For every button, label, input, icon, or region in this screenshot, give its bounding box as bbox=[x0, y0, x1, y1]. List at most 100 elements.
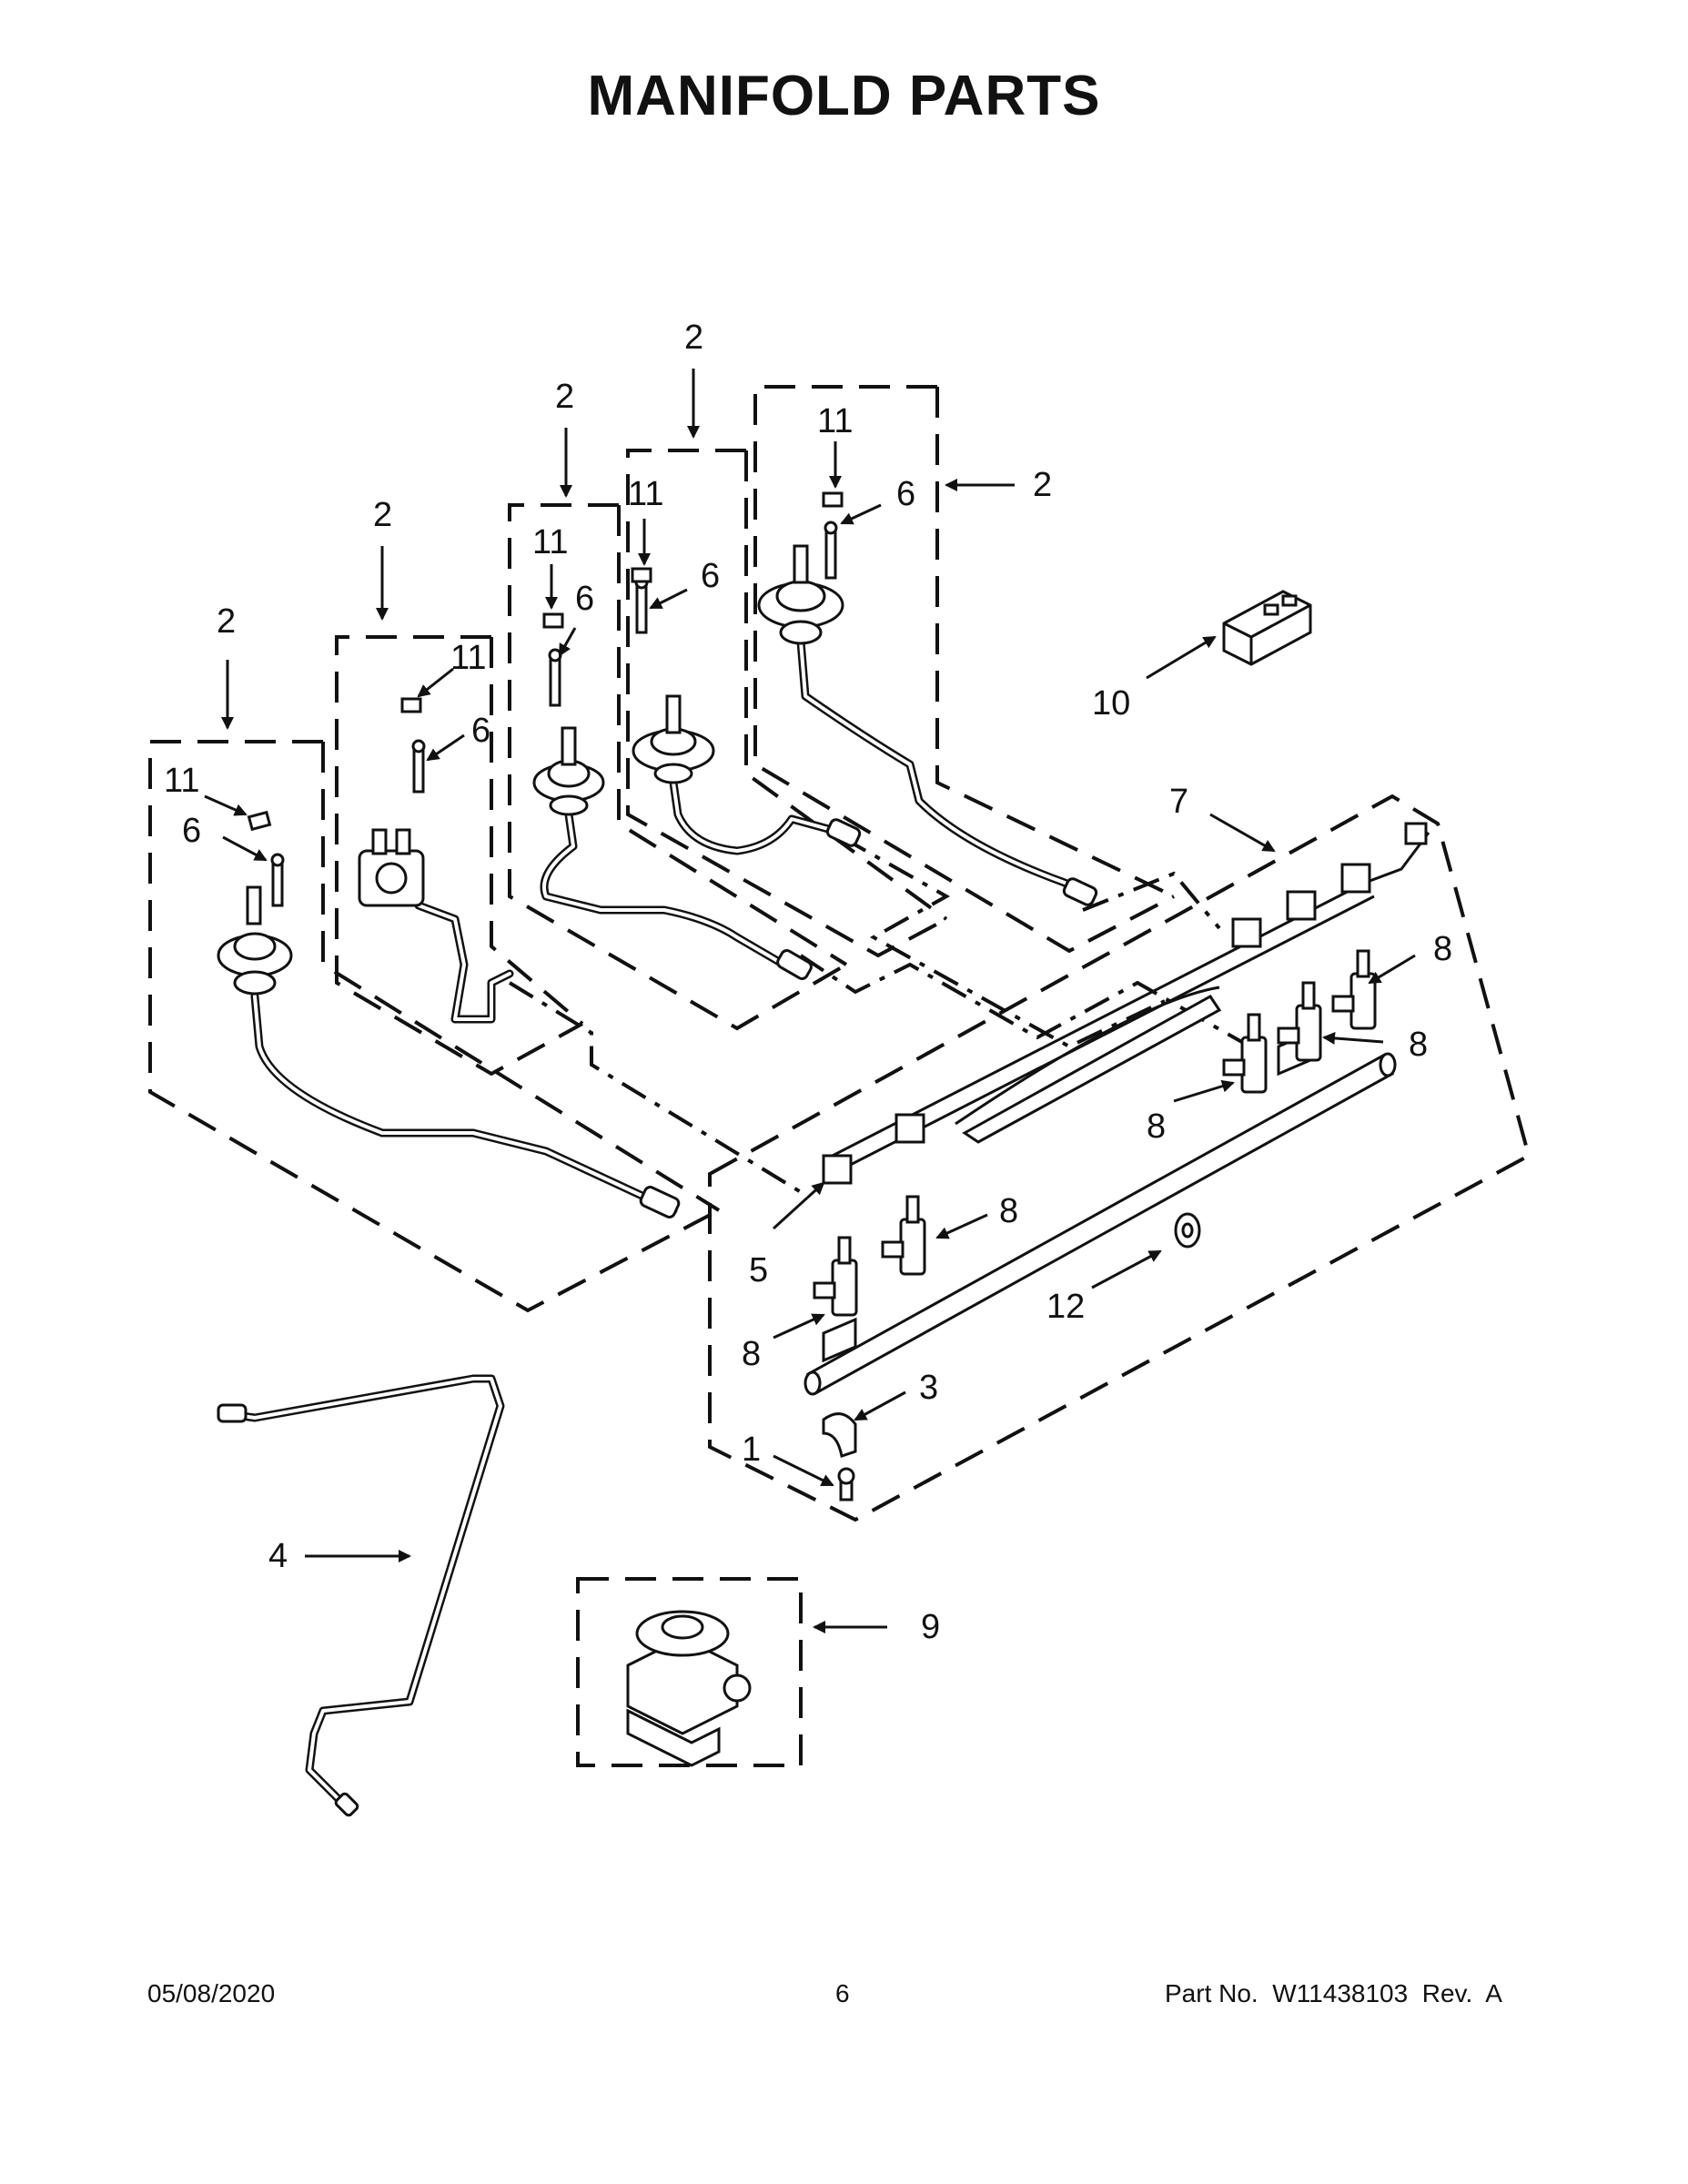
callout-8d: 8 bbox=[999, 1192, 1018, 1230]
leader-8b bbox=[1322, 1031, 1384, 1045]
callout-2c: 2 bbox=[555, 378, 574, 416]
burner-valve-8a bbox=[813, 1236, 858, 1317]
callout-8e: 8 bbox=[742, 1335, 761, 1373]
leader-6c bbox=[558, 627, 577, 657]
footer-date: 05/08/2020 bbox=[147, 1979, 276, 2007]
leader-8c bbox=[1173, 1079, 1235, 1103]
gas-path-line-3 bbox=[841, 835, 1166, 1049]
harness-terminal-b bbox=[895, 1113, 925, 1144]
burner-tube-5 bbox=[796, 637, 1092, 901]
burner-tube-2 bbox=[414, 901, 514, 1024]
burner-valve-8b bbox=[881, 1195, 926, 1276]
leader-6e bbox=[840, 503, 882, 525]
burner-valve-8c bbox=[1222, 1013, 1268, 1094]
leader-5 bbox=[772, 1181, 825, 1230]
tube-fitting-4 bbox=[825, 818, 862, 847]
manifold-assembly-outline bbox=[708, 794, 1531, 1522]
leader-10 bbox=[1146, 635, 1217, 680]
clip-5 bbox=[822, 491, 844, 508]
leader-8d bbox=[935, 1213, 988, 1239]
leader-6a bbox=[222, 835, 268, 862]
burner-base-3 bbox=[532, 726, 605, 816]
manifold-bracket-left bbox=[822, 1317, 857, 1363]
callout-11c: 11 bbox=[532, 523, 568, 561]
callout-7: 7 bbox=[1169, 783, 1188, 821]
valve-washer-inner bbox=[1181, 1222, 1194, 1239]
burner-valve-2 bbox=[358, 828, 425, 907]
callout-2a: 2 bbox=[217, 602, 236, 641]
gas-path-line-4 bbox=[1082, 871, 1221, 930]
callout-11b: 11 bbox=[450, 639, 486, 677]
burner-base-1 bbox=[217, 885, 293, 996]
tube-fitting-1 bbox=[639, 1186, 681, 1218]
spark-electrode-4 bbox=[634, 575, 649, 634]
spark-electrode-5 bbox=[824, 521, 838, 580]
callout-2b: 2 bbox=[373, 496, 392, 534]
footer-page-number: 6 bbox=[835, 1979, 850, 2007]
tube-fitting-5 bbox=[1062, 877, 1098, 906]
burner-group-5-outline bbox=[753, 385, 1175, 954]
page-title: MANIFOLD PARTS bbox=[587, 65, 1101, 127]
leader-3 bbox=[854, 1390, 906, 1421]
callout-11a: 11 bbox=[164, 762, 199, 800]
burner-base-4 bbox=[632, 694, 715, 784]
clip-4 bbox=[631, 567, 652, 583]
leader-11a bbox=[204, 794, 248, 816]
burner-group-4-outline bbox=[626, 449, 948, 958]
callout-1: 1 bbox=[742, 1431, 761, 1469]
burner-base-5 bbox=[757, 544, 844, 645]
callout-6b: 6 bbox=[471, 712, 490, 750]
manifold-pipe bbox=[804, 1052, 1397, 1396]
spark-electrode-3 bbox=[548, 648, 562, 707]
pressure-regulator bbox=[626, 1610, 752, 1767]
manifold-clamp bbox=[822, 1412, 857, 1458]
callout-8b: 8 bbox=[1409, 1026, 1428, 1064]
burner-valve-8e bbox=[1331, 949, 1377, 1030]
spark-electrode-2 bbox=[411, 739, 426, 794]
burner-group-3-outline bbox=[508, 503, 848, 1031]
callout-6e: 6 bbox=[896, 475, 915, 513]
harness-connector bbox=[1404, 822, 1428, 845]
callout-6d: 6 bbox=[701, 557, 720, 595]
leader-12 bbox=[1091, 1249, 1162, 1289]
harness-terminal-c bbox=[1231, 917, 1262, 948]
callout-2e: 2 bbox=[1033, 466, 1052, 504]
harness-terminal-d bbox=[1286, 890, 1317, 921]
ignitor-harness bbox=[822, 822, 1430, 1185]
footer-part-number: Part No. W11438103 Rev. A bbox=[1165, 1979, 1502, 2007]
spark-module bbox=[1222, 590, 1312, 666]
burner-group-2-outline bbox=[335, 635, 584, 1077]
leader-8e bbox=[773, 1313, 825, 1340]
clip-3 bbox=[542, 612, 564, 629]
leader-7 bbox=[1209, 813, 1276, 853]
burner-group-1-outline bbox=[148, 740, 721, 1313]
mounting-screw bbox=[837, 1467, 855, 1502]
burner-tube-3 bbox=[540, 810, 796, 974]
leader-6b bbox=[426, 733, 465, 762]
callout-11e: 11 bbox=[817, 402, 853, 440]
callout-3: 3 bbox=[919, 1369, 938, 1407]
clip-1 bbox=[247, 810, 272, 832]
harness-terminal-a bbox=[822, 1154, 853, 1185]
callout-12: 12 bbox=[1046, 1288, 1085, 1326]
leader-1 bbox=[773, 1454, 834, 1487]
burner-valve-8d bbox=[1277, 981, 1322, 1062]
clip-2 bbox=[400, 697, 422, 713]
leader-11b bbox=[417, 667, 454, 698]
callout-5: 5 bbox=[749, 1251, 768, 1289]
callout-8a: 8 bbox=[1433, 930, 1452, 968]
gas-path-line-2 bbox=[799, 954, 1275, 1062]
callout-4: 4 bbox=[268, 1537, 288, 1575]
leader-6d bbox=[649, 588, 688, 610]
callout-11d: 11 bbox=[628, 475, 663, 513]
callout-9: 9 bbox=[921, 1608, 940, 1646]
harness-terminal-e bbox=[1340, 863, 1371, 894]
callout-10: 10 bbox=[1092, 684, 1130, 723]
callout-6c: 6 bbox=[575, 580, 594, 618]
regulator-supply-tube bbox=[217, 1374, 505, 1817]
tube-fitting-3 bbox=[776, 949, 813, 980]
burner-tube-4 bbox=[669, 778, 846, 855]
callout-2d: 2 bbox=[684, 318, 703, 357]
burner-tube-1 bbox=[250, 992, 678, 1215]
